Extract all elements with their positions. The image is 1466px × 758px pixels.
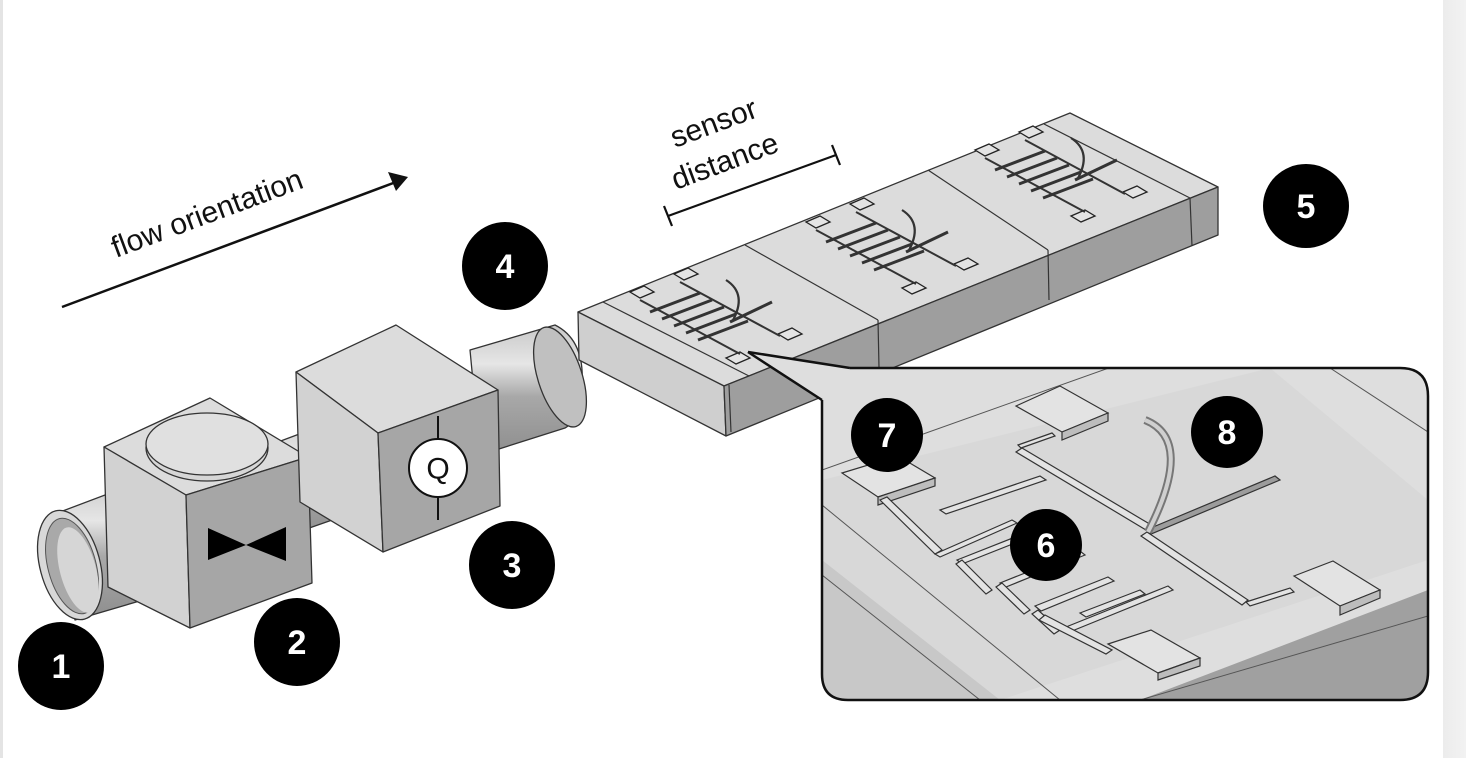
callout-5-label: 5 — [1297, 188, 1316, 226]
callout-6: 6 — [1010, 509, 1082, 581]
left-border — [0, 0, 3, 758]
heater-line — [729, 300, 773, 324]
callout-6-label: 6 — [1037, 527, 1056, 565]
flowmeter-q-icon: Q — [408, 416, 468, 520]
contact-pad — [1017, 125, 1045, 139]
electrode-rail — [679, 281, 781, 337]
callout-5: 5 — [1263, 164, 1349, 248]
electrode-rail — [984, 157, 1086, 213]
wire-bond-arc — [901, 209, 916, 253]
heater-line — [905, 230, 949, 254]
callout-3: 3 — [469, 521, 555, 609]
callout-4: 4 — [462, 222, 548, 310]
scrollbar-track[interactable] — [1443, 0, 1466, 758]
flow-orientation-arrow — [61, 172, 408, 309]
callout-2: 2 — [254, 598, 340, 686]
contact-pad — [776, 327, 804, 341]
electrode-rail — [815, 229, 917, 285]
valve-block — [103, 397, 313, 629]
sensor-distance-dimension-bar — [662, 144, 842, 227]
contact-pad — [1069, 209, 1097, 223]
flow-orientation-label: flow orientation — [107, 163, 308, 265]
callout-1: 1 — [18, 622, 104, 710]
flowmeter-symbol-label: Q — [426, 453, 449, 486]
callout-7-label: 7 — [878, 417, 897, 455]
contact-pad — [1121, 185, 1149, 199]
callout-4-label: 4 — [496, 248, 515, 286]
contact-pad — [804, 215, 832, 229]
callout-3-label: 3 — [503, 547, 522, 585]
sensor-chip-1 — [628, 267, 804, 365]
wire-bond-arc — [725, 279, 740, 323]
callout-8: 8 — [1191, 396, 1263, 468]
callout-1-label: 1 — [52, 648, 71, 686]
valve-bowtie-icon — [208, 527, 286, 561]
electrode-rail — [855, 211, 957, 267]
electrode-rail — [639, 299, 741, 355]
callout-2-label: 2 — [288, 624, 307, 662]
callout-7: 7 — [851, 398, 923, 472]
contact-pad — [628, 285, 656, 299]
contact-pad — [672, 267, 700, 281]
wire-bond-arc — [1070, 137, 1085, 181]
heater-line — [1074, 158, 1118, 182]
flowmeter-block: Q — [295, 324, 501, 553]
contact-pad — [724, 351, 752, 365]
contact-pad — [973, 143, 1001, 157]
sensor-chip-3 — [973, 125, 1149, 223]
contact-pad — [900, 281, 928, 295]
electrode-rail — [1024, 139, 1126, 195]
callout-8-label: 8 — [1218, 414, 1237, 452]
contact-pad — [848, 197, 876, 211]
sensor-chip-2 — [804, 197, 980, 295]
contact-pad — [952, 257, 980, 271]
